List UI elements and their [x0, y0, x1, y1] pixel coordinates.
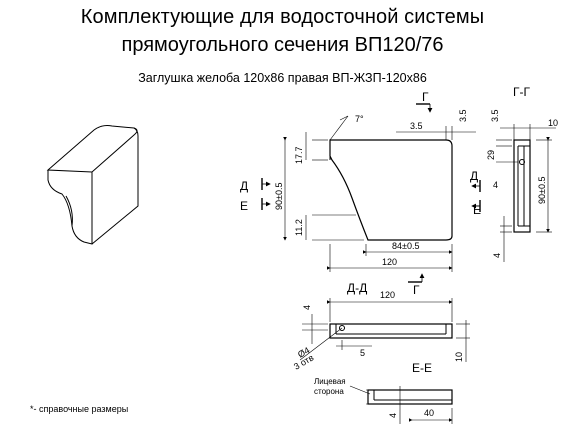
- section-title-gg: Г-Г: [513, 85, 530, 99]
- section-title-ee: Е-Е: [412, 361, 432, 375]
- footnote: *- справочные размеры: [30, 404, 129, 414]
- part-subtitle: Заглушка желоба 120х86 правая ВП-ЖЗП-120…: [138, 71, 427, 85]
- dim-angle: 7°: [355, 114, 364, 124]
- page-title-line2: прямоугольного сечения ВП120/76: [121, 34, 444, 56]
- isometric-view: [46, 125, 139, 245]
- section-label-g-bottom: Г: [413, 283, 420, 297]
- front-view: [261, 103, 481, 283]
- dim-10-bottom: 10: [454, 352, 464, 362]
- face-side-label-1: Лицевая: [314, 377, 346, 386]
- dim-3-5-top: 3.5: [410, 121, 423, 131]
- dim-3-5-side: 3.5: [490, 109, 500, 122]
- dim-5-bottom: 5: [360, 348, 365, 358]
- dim-10-side: 10: [548, 118, 558, 128]
- dim-4-face: 4: [388, 413, 398, 418]
- dim-90-side: 90±0.5: [537, 177, 547, 204]
- dim-29-side: 29: [486, 150, 496, 160]
- section-label-d-left: Д: [240, 179, 248, 193]
- dim-holes-count: 3 отв: [292, 352, 316, 371]
- dim-120-bottom: 120: [380, 290, 395, 300]
- dim-17-7: 17.7: [294, 146, 304, 164]
- section-label-e-left: Е: [240, 199, 248, 213]
- face-side-label-2: сторона: [314, 387, 344, 396]
- dim-3-5-right: 3.5: [458, 109, 468, 122]
- dim-90-front: 90±0.5: [274, 183, 284, 210]
- page-title: Комплектующие для водосточной системы: [80, 6, 485, 28]
- dim-40-face: 40: [424, 408, 434, 418]
- bottom-section-dd: [299, 298, 470, 362]
- section-title-dd: Д-Д: [347, 281, 367, 295]
- dim-84: 84±0.5: [392, 241, 419, 251]
- dim-120-front: 120: [382, 257, 397, 267]
- dim-4-side-mid: 4: [493, 180, 498, 190]
- dim-11-2: 11.2: [294, 219, 304, 236]
- section-label-g-top: Г: [422, 90, 429, 104]
- face-section-ee: [349, 385, 453, 424]
- section-label-e-right: Е: [473, 203, 481, 217]
- section-label-d-right: Д: [470, 169, 478, 183]
- dim-4-bottom: 4: [302, 305, 312, 310]
- dim-4-side-bottom: 4: [492, 253, 502, 258]
- side-section-gg: [496, 124, 556, 262]
